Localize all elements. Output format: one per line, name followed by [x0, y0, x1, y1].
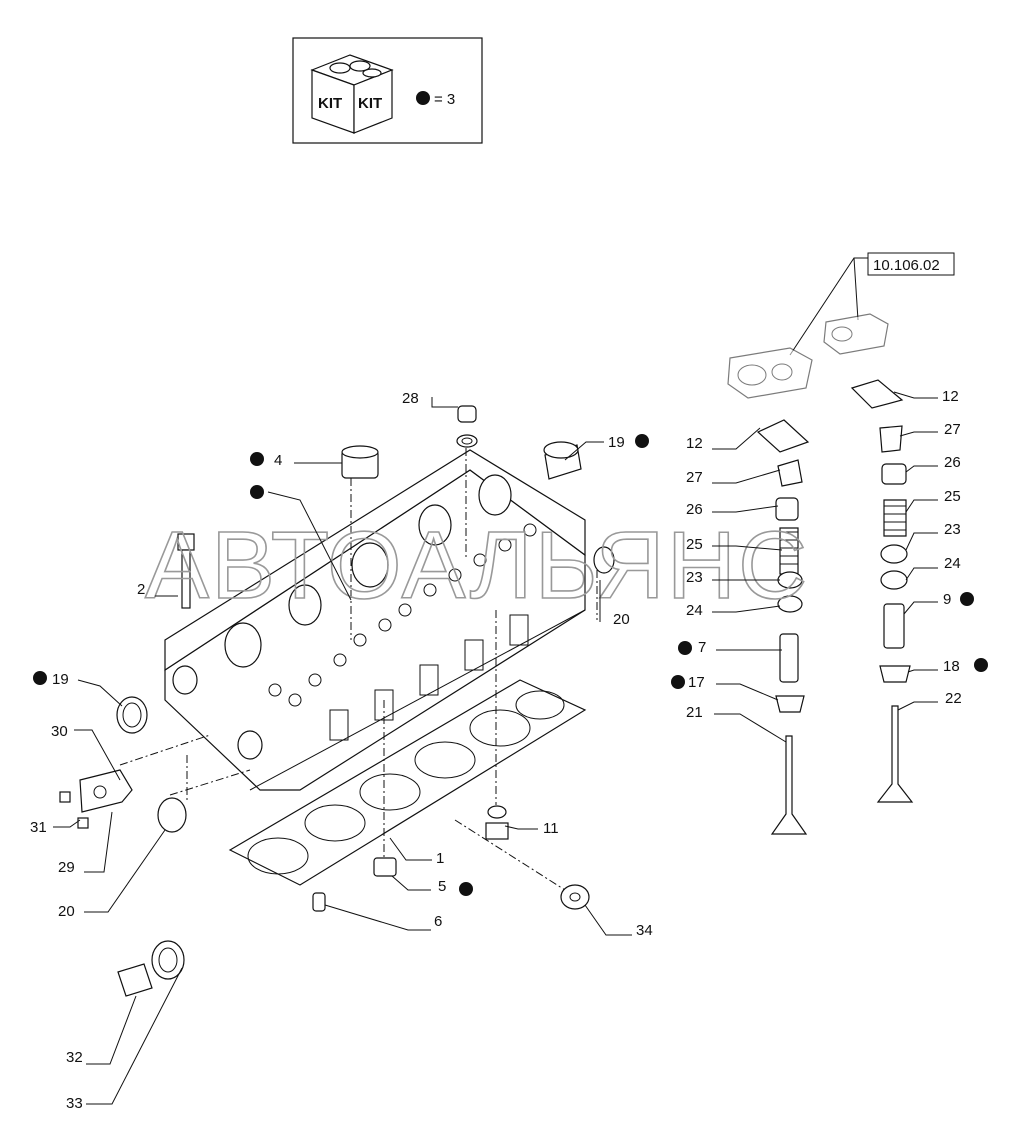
plug-4 — [341, 445, 379, 479]
callout-5: 5 — [438, 878, 446, 895]
valve-cap-12 — [756, 419, 810, 453]
spring-seat-23b — [880, 544, 908, 564]
callout-25-right: 25 — [944, 488, 961, 505]
callout-32: 32 — [66, 1049, 83, 1066]
bolt-2 — [177, 533, 195, 609]
valve-cap-12b — [850, 379, 904, 409]
collet-27 — [777, 459, 803, 487]
retainer-26 — [775, 497, 799, 521]
bullet-icon — [671, 675, 685, 689]
callout-11: 11 — [543, 820, 559, 837]
valve-21 — [770, 735, 808, 835]
bolt-31 — [59, 791, 89, 829]
valve-train-exhaust — [756, 419, 810, 835]
callout-34: 34 — [636, 922, 653, 939]
kit-legend: KIT KIT = 3 — [292, 37, 483, 144]
callout-22: 22 — [945, 690, 962, 707]
kit-bullets — [33, 434, 988, 896]
rocker-arm-assembly — [727, 313, 889, 399]
callout-labels: 4 2 28 19 20 19 30 31 29 20 1 5 6 11 34 … — [30, 388, 962, 1112]
bullet-icon — [635, 434, 649, 448]
kit-legend-text: = 3 — [434, 91, 455, 108]
callout-1: 1 — [436, 850, 444, 867]
callout-6: 6 — [434, 913, 442, 930]
bullet-icon — [960, 592, 974, 606]
callout-33: 33 — [66, 1095, 83, 1112]
seat-18 — [879, 665, 911, 683]
callout-7: 7 — [698, 639, 706, 656]
callout-19-top: 19 — [608, 434, 625, 451]
nut-11 — [485, 805, 509, 840]
seal-24b — [880, 570, 908, 590]
callout-12-right: 12 — [942, 388, 959, 405]
plug-20-right — [593, 546, 615, 574]
plug-34 — [560, 884, 590, 910]
callout-28: 28 — [402, 390, 419, 407]
callout-9: 9 — [943, 591, 951, 608]
callout-20-left: 20 — [58, 903, 75, 920]
callout-2: 2 — [137, 581, 145, 598]
callout-4: 4 — [274, 452, 282, 469]
callout-30: 30 — [51, 723, 68, 740]
callout-31: 31 — [30, 819, 47, 836]
kit-box-icon: KIT KIT — [310, 54, 394, 134]
bullet-icon — [678, 641, 692, 655]
bullet-icon — [459, 882, 473, 896]
plug-5 — [373, 857, 397, 877]
kit-bullet-icon — [416, 91, 430, 105]
plug-20-left — [157, 797, 187, 833]
kit-label-left: KIT — [318, 95, 342, 112]
reference-label: 10.106.02 — [873, 257, 940, 274]
callout-26-right: 26 — [944, 454, 961, 471]
plug-28 — [456, 405, 478, 448]
callout-24-right: 24 — [944, 555, 961, 572]
callout-21: 21 — [686, 704, 703, 721]
seal-24 — [777, 595, 803, 613]
guide-7 — [779, 633, 799, 683]
cylinder-head — [164, 449, 586, 791]
plug-19-left — [116, 696, 148, 734]
collet-27b — [879, 425, 903, 453]
callout-20-right: 20 — [613, 611, 630, 628]
callout-27-right: 27 — [944, 421, 961, 438]
plug-19-top — [543, 441, 582, 480]
head-gasket — [228, 679, 587, 886]
valve-train-intake — [850, 379, 914, 803]
callout-12-left: 12 — [686, 435, 703, 452]
bullet-icon — [974, 658, 988, 672]
callout-27-left: 27 — [686, 469, 703, 486]
valve-22 — [876, 705, 914, 803]
bullet-icon — [33, 671, 47, 685]
seat-17 — [775, 695, 805, 713]
callout-24-left: 24 — [686, 602, 703, 619]
leader-lines — [53, 391, 938, 1105]
watermark: АВТОАЛЬЯНС — [145, 512, 809, 619]
bullet-icon — [250, 452, 264, 466]
callout-29: 29 — [58, 859, 75, 876]
callout-17: 17 — [688, 674, 705, 691]
reference-box: 10.106.02 — [789, 252, 955, 356]
callout-23-right: 23 — [944, 521, 961, 538]
spring-25b — [883, 499, 907, 537]
callout-18: 18 — [943, 658, 960, 675]
assembly-axis-lines — [119, 448, 598, 891]
dowel-6 — [312, 892, 326, 912]
kit-label-right: KIT — [358, 95, 382, 112]
callout-25-left: 25 — [686, 536, 703, 553]
retainer-26b — [881, 463, 907, 485]
callout-26-left: 26 — [686, 501, 703, 518]
washer-33 — [151, 940, 185, 980]
guide-9 — [883, 603, 905, 649]
bullet-icon — [250, 485, 264, 499]
plug-32 — [117, 963, 153, 997]
cover-29 — [79, 769, 133, 813]
callout-19-left: 19 — [52, 671, 69, 688]
callout-23-left: 23 — [686, 569, 703, 586]
